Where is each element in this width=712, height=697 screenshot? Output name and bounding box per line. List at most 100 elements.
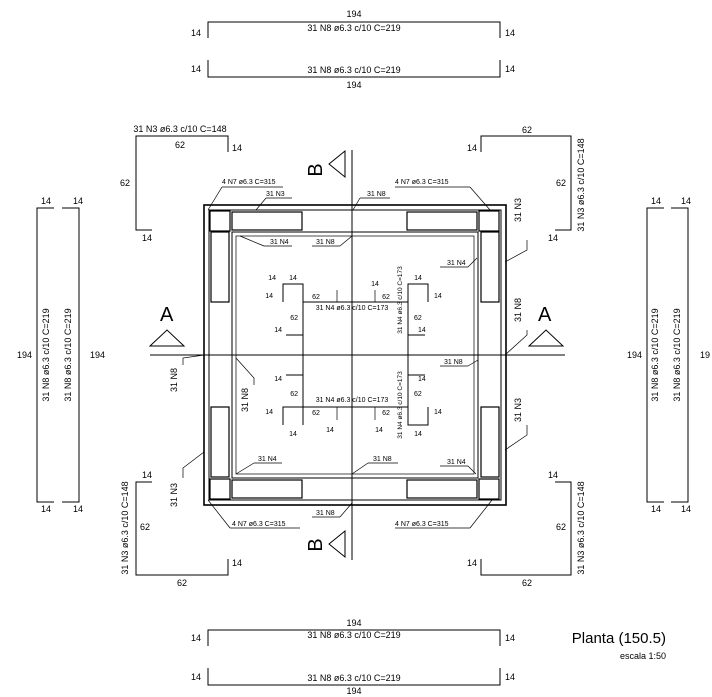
svg-text:14: 14	[41, 196, 51, 206]
svg-text:14: 14	[191, 672, 201, 682]
svg-text:62: 62	[382, 294, 390, 301]
svg-text:14: 14	[434, 409, 442, 416]
svg-text:31 N3: 31 N3	[169, 483, 179, 507]
n3-corner-bottom-right: 14 62 14 62 31 N3 ø6.3 c/10 C=148	[467, 470, 586, 588]
svg-text:31 N4 ø6.3 c/10 C=173: 31 N4 ø6.3 c/10 C=173	[316, 397, 389, 404]
svg-text:14: 14	[232, 143, 242, 153]
svg-text:31 N4: 31 N4	[447, 260, 466, 267]
svg-text:14: 14	[265, 293, 273, 300]
svg-text:A: A	[160, 304, 174, 326]
svg-text:31 N8: 31 N8	[444, 359, 463, 366]
svg-text:19: 19	[700, 350, 710, 360]
left-n8-bar-details: 14 14 14 14 194 194 31 N8 ø6.3 c/10 C=21…	[17, 196, 105, 514]
n3-corner-top-right: 62 14 62 14 31 N3 ø6.3 c/10 C=148	[467, 125, 586, 243]
svg-text:14: 14	[191, 64, 201, 74]
section-b-bottom: B	[305, 529, 346, 559]
right-n8-label-1: 31 N8 ø6.3 c/10 C=219	[650, 308, 660, 401]
svg-text:194: 194	[346, 80, 361, 90]
svg-text:31 N4 ø6.3 c/10 C=173: 31 N4 ø6.3 c/10 C=173	[397, 266, 404, 334]
svg-text:31 N4: 31 N4	[447, 459, 466, 466]
section-a-left: A	[148, 304, 186, 347]
svg-text:31 N8: 31 N8	[240, 388, 250, 412]
svg-text:62: 62	[414, 315, 422, 322]
svg-text:14: 14	[681, 196, 691, 206]
section-a-right: A	[527, 304, 565, 347]
svg-text:62: 62	[556, 522, 566, 532]
left-n8-label-1: 31 N8 ø6.3 c/10 C=219	[41, 308, 51, 401]
svg-text:14: 14	[232, 558, 242, 568]
svg-text:31 N8: 31 N8	[316, 510, 335, 517]
n3-corner-top-left: 31 N3 ø6.3 c/10 C=148 62 14 62 14	[120, 124, 242, 243]
svg-text:62: 62	[175, 140, 185, 150]
svg-text:31 N8: 31 N8	[169, 368, 179, 392]
svg-text:14: 14	[191, 633, 201, 643]
svg-text:14: 14	[505, 28, 515, 38]
svg-text:31 N3: 31 N3	[266, 191, 285, 198]
n3-corner-bottom-left: 14 62 14 62 31 N3 ø6.3 c/10 C=148	[120, 470, 242, 588]
svg-text:194: 194	[17, 350, 32, 360]
svg-text:14: 14	[414, 275, 422, 282]
callouts: 4 N7 ø6.3 C=315 31 N3 31 N8 4 N7 ø6.3 C=…	[169, 179, 528, 529]
svg-text:62: 62	[177, 578, 187, 588]
n4-inner-bars: 14 14 14 14 62 62 14 14 31 N4 ø6.3 c/10 …	[265, 266, 442, 439]
svg-text:A: A	[538, 304, 552, 326]
svg-text:31 N3: 31 N3	[513, 198, 523, 222]
svg-text:14: 14	[548, 233, 558, 243]
svg-text:194: 194	[346, 686, 361, 696]
top-n8-bar-details: 194 14 14 31 N8 ø6.3 c/10 C=219 14 14 31…	[191, 9, 515, 90]
left-n8-label-2: 31 N8 ø6.3 c/10 C=219	[63, 308, 73, 401]
svg-text:4 N7 ø6.3 C=315: 4 N7 ø6.3 C=315	[395, 521, 449, 528]
svg-text:14: 14	[505, 64, 515, 74]
svg-text:62: 62	[290, 391, 298, 398]
svg-text:14: 14	[375, 427, 383, 434]
section-b-top: B	[305, 149, 346, 179]
svg-text:31 N3: 31 N3	[513, 398, 523, 422]
svg-text:14: 14	[142, 233, 152, 243]
svg-text:14: 14	[467, 558, 477, 568]
svg-text:62: 62	[382, 410, 390, 417]
svg-text:14: 14	[548, 470, 558, 480]
right-n8-bar-details: 14 14 14 14 194 19 31 N8 ø6.3 c/10 C=219…	[627, 196, 710, 514]
svg-text:14: 14	[274, 327, 282, 334]
svg-text:14: 14	[326, 427, 334, 434]
top-n8-label-2: 31 N8 ø6.3 c/10 C=219	[307, 65, 400, 75]
svg-text:31 N3 ø6.3 c/10 C=148: 31 N3 ø6.3 c/10 C=148	[576, 138, 586, 231]
svg-text:31 N4 ø6.3 c/10 C=173: 31 N4 ø6.3 c/10 C=173	[316, 305, 389, 312]
bottom-n8-label-1: 31 N8 ø6.3 c/10 C=219	[307, 630, 400, 640]
svg-text:14: 14	[434, 293, 442, 300]
svg-text:31 N4: 31 N4	[258, 456, 277, 463]
svg-text:14: 14	[142, 470, 152, 480]
drawing-scale: escala 1:50	[620, 651, 666, 661]
svg-text:14: 14	[651, 196, 661, 206]
svg-text:14: 14	[289, 275, 297, 282]
svg-text:62: 62	[522, 125, 532, 135]
svg-text:31 N8: 31 N8	[513, 298, 523, 322]
svg-text:31 N8: 31 N8	[316, 239, 335, 246]
svg-text:14: 14	[681, 504, 691, 514]
svg-text:62: 62	[522, 578, 532, 588]
svg-text:194: 194	[627, 350, 642, 360]
svg-text:14: 14	[73, 196, 83, 206]
svg-text:62: 62	[414, 391, 422, 398]
svg-text:14: 14	[467, 143, 477, 153]
svg-text:14: 14	[191, 28, 201, 38]
svg-text:31 N8: 31 N8	[367, 191, 386, 198]
bottom-n8-label-2: 31 N8 ø6.3 c/10 C=219	[307, 673, 400, 683]
svg-text:194: 194	[346, 618, 361, 628]
svg-text:31 N4 ø6.3 c/10 C=173: 31 N4 ø6.3 c/10 C=173	[397, 371, 404, 439]
svg-text:14: 14	[265, 409, 273, 416]
svg-text:14: 14	[41, 504, 51, 514]
svg-text:31 N8: 31 N8	[373, 456, 392, 463]
svg-text:62: 62	[290, 315, 298, 322]
svg-text:14: 14	[505, 633, 515, 643]
svg-text:14: 14	[505, 672, 515, 682]
svg-text:62: 62	[556, 178, 566, 188]
svg-text:14: 14	[289, 431, 297, 438]
svg-text:4 N7 ø6.3 C=315: 4 N7 ø6.3 C=315	[395, 179, 449, 186]
svg-text:14: 14	[371, 281, 379, 288]
svg-text:4 N7 ø6.3 C=315: 4 N7 ø6.3 C=315	[222, 179, 276, 186]
svg-text:4 N7 ø6.3 C=315: 4 N7 ø6.3 C=315	[232, 521, 286, 528]
svg-text:62: 62	[120, 178, 130, 188]
svg-text:14: 14	[274, 376, 282, 383]
